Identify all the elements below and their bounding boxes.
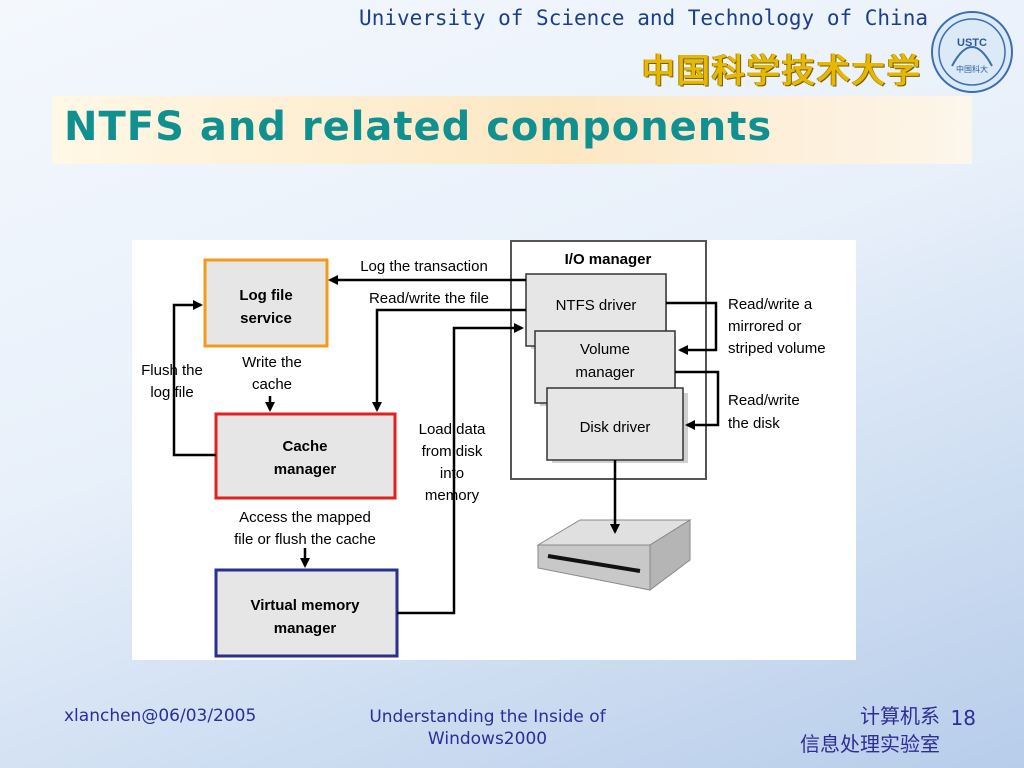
- footer-author-date: xlanchen@06/03/2005: [64, 706, 257, 726]
- logo-cn-text: 中国科大: [956, 64, 988, 74]
- vmm-label-1: Virtual memory: [251, 597, 361, 614]
- footer-course: Understanding the Inside of Windows2000: [369, 707, 606, 749]
- ntfs-driver-label: NTFS driver: [556, 297, 637, 314]
- footer-lab: 信息处理实验室: [800, 732, 940, 756]
- virtual-memory-manager-box: [214, 568, 399, 658]
- label-load-data-3: into: [440, 465, 464, 482]
- label-load-data-4: memory: [425, 487, 480, 504]
- cache-manager-box: [214, 412, 397, 500]
- slide-title: NTFS and related components: [64, 104, 773, 150]
- log-file-service-box: [203, 258, 329, 348]
- label-rw-mirrored-2: mirrored or: [728, 318, 801, 335]
- label-access-mapped-1: Access the mapped: [239, 509, 371, 526]
- log-file-service-label-2: service: [240, 310, 292, 327]
- volume-manager-label-2: manager: [575, 364, 634, 381]
- cache-manager-label-2: manager: [274, 461, 337, 478]
- io-manager-label: I/O manager: [565, 251, 652, 268]
- vmm-label-2: manager: [274, 620, 337, 637]
- volume-manager-label-1: Volume: [580, 341, 630, 358]
- label-rw-disk-1: Read/write: [728, 392, 800, 409]
- logo-text: USTC: [957, 37, 987, 49]
- label-write-cache-2: cache: [252, 376, 292, 393]
- disk-driver-label: Disk driver: [580, 419, 651, 436]
- title-bar: [52, 96, 972, 164]
- university-name-cn: 中国科学技术大学: [642, 51, 922, 90]
- cache-manager-label-1: Cache: [282, 438, 327, 455]
- label-load-data-1: Load data: [419, 421, 486, 438]
- footer-department: 计算机系: [860, 704, 940, 728]
- label-access-mapped-2: file or flush the cache: [234, 531, 376, 548]
- label-log-transaction: Log the transaction: [360, 258, 488, 275]
- label-write-cache-1: Write the: [242, 354, 302, 371]
- university-name-en: University of Science and Technology of …: [359, 6, 928, 30]
- label-load-data-2: from disk: [422, 443, 483, 460]
- label-flush-log-1: Flush the: [141, 362, 203, 379]
- disk-driver-box: [546, 387, 684, 461]
- page-number: 18: [950, 706, 976, 730]
- label-rw-mirrored-3: striped volume: [728, 340, 826, 357]
- ustc-logo: USTC 中国科大: [931, 11, 1013, 93]
- label-flush-log-2: log file: [150, 384, 193, 401]
- label-rw-disk-2: the disk: [728, 415, 780, 432]
- label-read-write-file: Read/write the file: [369, 290, 489, 307]
- label-rw-mirrored-1: Read/write a: [728, 296, 813, 313]
- log-file-service-label-1: Log file: [239, 287, 292, 304]
